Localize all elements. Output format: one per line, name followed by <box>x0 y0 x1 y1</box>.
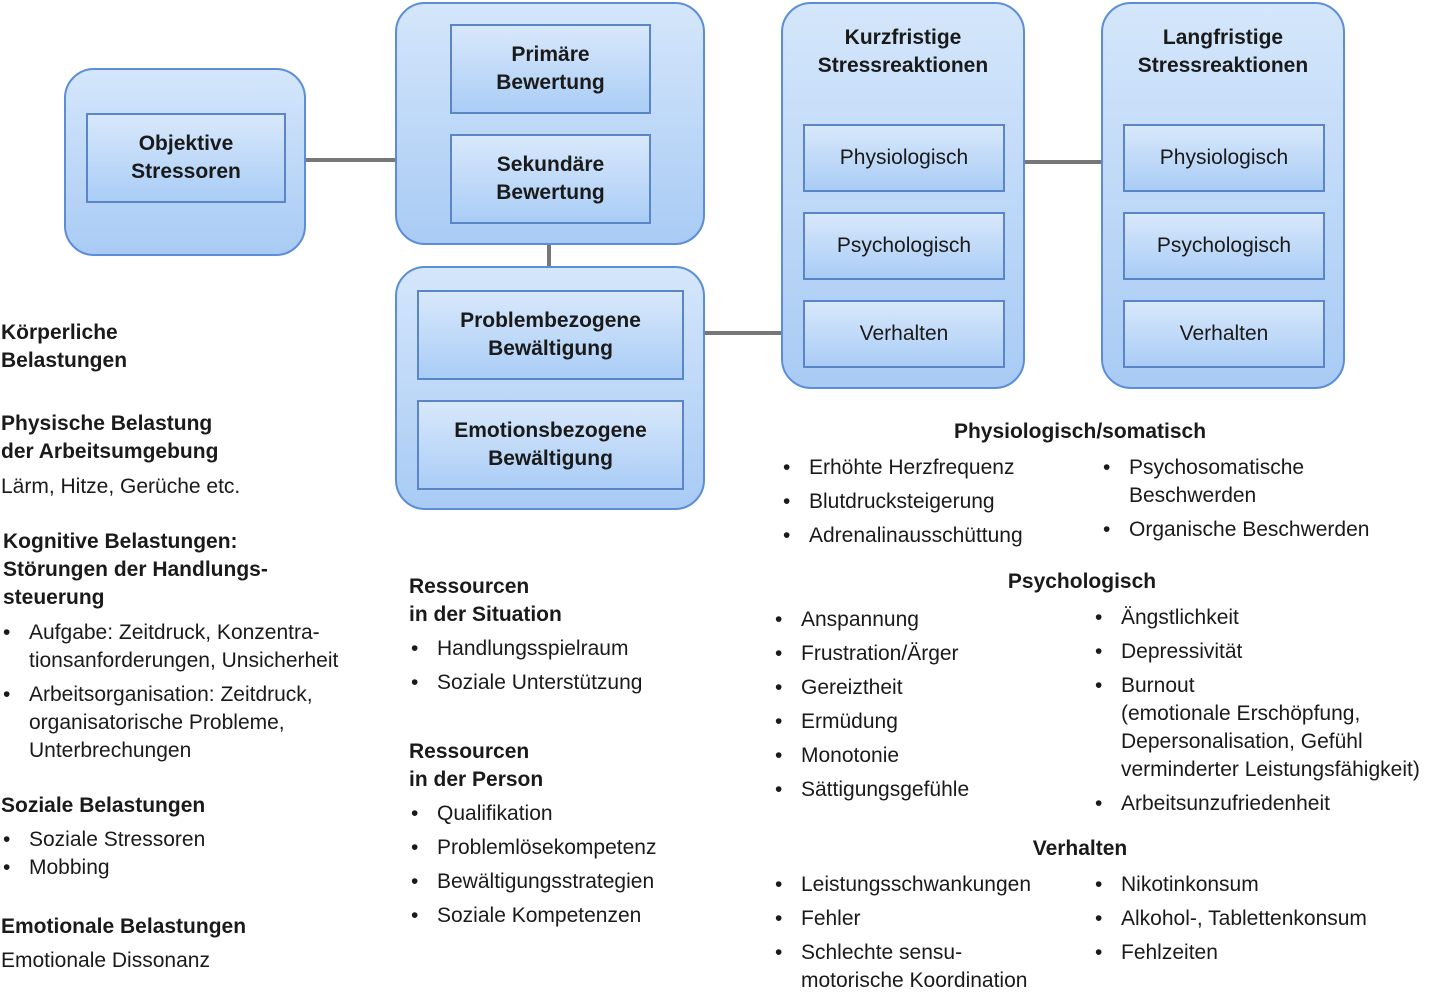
list-item: Arbeitsorganisation: Zeitdruck, organisa… <box>1 681 338 765</box>
lang-verhalten-box: Verhalten <box>1123 300 1325 368</box>
list-item: Soziale Unterstützung <box>409 669 642 697</box>
list-item: Depressivität <box>1093 638 1420 666</box>
list-item: Gereiztheit <box>773 674 969 702</box>
langfristige-title: Langfristige Stressreaktionen <box>1137 26 1309 77</box>
emotionsbezogene-bewaeltigung-box: Emotionsbezogene Bewältigung <box>417 400 684 490</box>
sekundaere-bewertung-box: Sekundäre Bewertung <box>450 134 651 224</box>
list-item: Erhöhte Herzfrequenz <box>781 454 1023 482</box>
ressourcen-person-list: Qualifikation Problemlösekompetenz Bewäl… <box>409 800 656 936</box>
emotionsbezogene-bewaeltigung-label: Emotionsbezogene Bewältigung <box>454 419 647 470</box>
emotionale-belastungen-text: Emotionale Dissonanz <box>1 949 210 972</box>
primaere-bewertung-box: Primäre Bewertung <box>450 24 651 114</box>
list-item: Ängstlichkeit <box>1093 604 1420 632</box>
ressourcen-situation-heading: Ressourcen in der Situation <box>409 575 562 626</box>
list-item: Anspannung <box>773 606 969 634</box>
psychologisch-left-list: Anspannung Frustration/Ärger Gereiztheit… <box>773 606 969 810</box>
kurz-verhalten-label: Verhalten <box>859 322 949 345</box>
verhalten-right-list: Nikotinkonsum Alkohol-, Tablettenkonsum … <box>1093 871 1367 973</box>
lang-physiologisch-box: Physiologisch <box>1123 124 1325 192</box>
physische-belastung-heading: Physische Belastung der Arbeitsumgebung <box>1 412 219 463</box>
ressourcen-situation-list: Handlungsspielraum Soziale Unterstützung <box>409 635 642 703</box>
problembezogene-bewaeltigung-label: Problembezogene Bewältigung <box>460 309 641 360</box>
kurz-physiologisch-box: Physiologisch <box>803 124 1005 192</box>
lang-psychologisch-box: Psychologisch <box>1123 212 1325 280</box>
list-item: Adrenalinausschüttung <box>781 522 1023 550</box>
physiologisch-right-list: Psychosomatische Beschwerden Organische … <box>1101 454 1369 550</box>
objektive-stressoren-label: Objektive Stressoren <box>131 132 241 183</box>
koerperliche-belastungen-heading: Körperliche Belastungen <box>1 321 128 372</box>
objektive-stressoren-box: Objektive Stressoren <box>86 113 286 203</box>
list-item: Psychosomatische Beschwerden <box>1101 454 1369 510</box>
list-item: Arbeitsunzufriedenheit <box>1093 790 1420 818</box>
problembezogene-bewaeltigung-box: Problembezogene Bewältigung <box>417 290 684 380</box>
kognitive-belastungen-heading: Kognitive Belastungen: Störungen der Han… <box>3 530 268 609</box>
kognitive-belastungen-list: Aufgabe: Zeitdruck, Konzentra- tionsanfo… <box>1 619 338 771</box>
connector-bewaeltigung-kurzfristig <box>703 331 783 335</box>
objektive-stressoren-container: Objektive Stressoren <box>64 68 306 256</box>
kurzfristige-title: Kurzfristige Stressreaktionen <box>817 26 989 77</box>
verhalten-heading: Verhalten <box>1032 837 1128 860</box>
physiologisch-somatisch-heading: Physiologisch/somatisch <box>953 420 1207 443</box>
list-item: Soziale Kompetenzen <box>409 902 656 930</box>
list-item: Bewältigungsstrategien <box>409 868 656 896</box>
list-item: Leistungsschwankungen <box>773 871 1031 899</box>
lang-psychologisch-label: Psychologisch <box>1156 234 1292 257</box>
list-item: Soziale Stressoren <box>1 826 205 854</box>
list-item: Fehlzeiten <box>1093 939 1367 967</box>
soziale-belastungen-list: Soziale Stressoren Mobbing <box>1 826 205 882</box>
psychologisch-right-list: Ängstlichkeit Depressivität Burnout (emo… <box>1093 604 1420 824</box>
list-item: Problemlösekompetenz <box>409 834 656 862</box>
soziale-belastungen-heading: Soziale Belastungen <box>1 794 206 817</box>
list-item: Fehler <box>773 905 1031 933</box>
list-item: Handlungsspielraum <box>409 635 642 663</box>
kurzfristige-stressreaktionen-container: Kurzfristige Stressreaktionen Physiologi… <box>781 2 1025 389</box>
kurz-psychologisch-label: Psychologisch <box>836 234 972 257</box>
kurz-physiologisch-label: Physiologisch <box>839 146 969 169</box>
physische-belastung-text: Lärm, Hitze, Gerüche etc. <box>1 475 241 498</box>
emotionale-belastungen-heading: Emotionale Belastungen <box>1 915 247 938</box>
list-item: Burnout (emotionale Erschöpfung, Deperso… <box>1093 672 1420 784</box>
kurz-psychologisch-box: Psychologisch <box>803 212 1005 280</box>
list-item: Alkohol-, Tablettenkonsum <box>1093 905 1367 933</box>
list-item: Organische Beschwerden <box>1101 516 1369 544</box>
connector-bewertung-bewaeltigung <box>547 244 551 268</box>
list-item: Sättigungsgefühle <box>773 776 969 804</box>
langfristige-stressreaktionen-container: Langfristige Stressreaktionen Physiologi… <box>1101 2 1345 389</box>
psychologisch-heading: Psychologisch <box>1007 570 1157 593</box>
connector-kurzfristig-langfristig <box>1023 160 1103 164</box>
sekundaere-bewertung-label: Sekundäre Bewertung <box>496 153 605 204</box>
list-item: Schlechte sensu- motorische Koordination <box>773 939 1031 995</box>
list-item: Frustration/Ärger <box>773 640 969 668</box>
bewertung-container: Primäre Bewertung Sekundäre Bewertung <box>395 2 705 245</box>
list-item: Qualifikation <box>409 800 656 828</box>
connector-stressoren-bewertung <box>305 158 397 162</box>
list-item: Blutdrucksteigerung <box>781 488 1023 516</box>
lang-physiologisch-label: Physiologisch <box>1159 146 1289 169</box>
list-item: Mobbing <box>1 854 205 882</box>
verhalten-left-list: Leistungsschwankungen Fehler Schlechte s… <box>773 871 1031 1001</box>
physiologisch-left-list: Erhöhte Herzfrequenz Blutdrucksteigerung… <box>781 454 1023 556</box>
primaere-bewertung-label: Primäre Bewertung <box>496 43 605 94</box>
ressourcen-person-heading: Ressourcen in der Person <box>409 740 544 791</box>
list-item: Nikotinkonsum <box>1093 871 1367 899</box>
list-item: Ermüdung <box>773 708 969 736</box>
lang-verhalten-label: Verhalten <box>1179 322 1269 345</box>
list-item: Monotonie <box>773 742 969 770</box>
kurz-verhalten-box: Verhalten <box>803 300 1005 368</box>
bewaeltigung-container: Problembezogene Bewältigung Emotionsbezo… <box>395 266 705 510</box>
list-item: Aufgabe: Zeitdruck, Konzentra- tionsanfo… <box>1 619 338 675</box>
